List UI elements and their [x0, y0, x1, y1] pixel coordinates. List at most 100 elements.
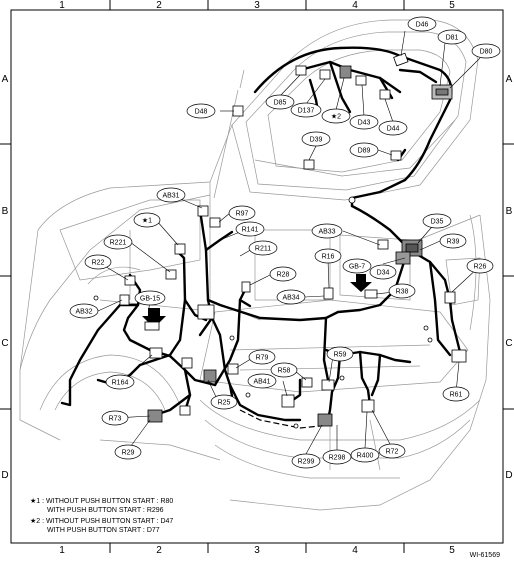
footnote-2-line2: WITH PUSH BUTTON START : D77 [47, 527, 160, 534]
svg-text:R26: R26 [474, 264, 487, 271]
connector-label-r61[interactable]: R61 [442, 386, 470, 402]
svg-text:R299: R299 [298, 459, 315, 466]
svg-text:D46: D46 [416, 22, 429, 29]
connector-label-r26[interactable]: R26 [466, 258, 494, 274]
footnote-2-marker: ★2 [30, 518, 41, 525]
grid-col-label: 4 [352, 0, 358, 11]
connector-label-d81[interactable]: D81 [437, 29, 467, 45]
grid-col-label: 1 [59, 0, 65, 11]
connector-label-d137[interactable]: D137 [290, 102, 322, 118]
svg-text:D81: D81 [446, 35, 459, 42]
connector-label-r299[interactable]: R299 [291, 453, 321, 469]
connector-label-r39[interactable]: R39 [439, 233, 467, 249]
svg-text:R28: R28 [277, 272, 290, 279]
connector-label-r73[interactable]: R73 [101, 410, 129, 426]
connector-label-d35[interactable]: D35 [422, 213, 452, 229]
svg-text:R211: R211 [255, 246, 271, 253]
connector-label-r29[interactable]: R29 [114, 444, 142, 460]
connector-label-r72[interactable]: R72 [378, 443, 406, 459]
footnote-1-line2: WITH PUSH BUTTON START : R296 [47, 507, 164, 514]
connector-label-r221[interactable]: R221 [103, 234, 133, 250]
svg-text:R73: R73 [109, 416, 122, 423]
footnote-1-marker: ★1 [30, 498, 41, 505]
connector-label-r38[interactable]: R38 [388, 283, 416, 299]
footnote-2-line1: : WITHOUT PUSH BUTTON START : D47 [42, 518, 174, 525]
grid-col-label: 3 [254, 545, 260, 556]
svg-text:R400: R400 [357, 453, 374, 460]
optional-harness [239, 409, 331, 429]
connector-label-d39[interactable]: D39 [301, 131, 331, 147]
grid-col-label: 4 [352, 545, 358, 556]
svg-text:R221: R221 [110, 240, 127, 247]
connector-label-note2[interactable]: ★2 [321, 108, 351, 124]
grid-col-label: 5 [449, 545, 455, 556]
connector-label-note1[interactable]: ★1 [133, 212, 161, 228]
connector-label-r58[interactable]: R58 [270, 362, 298, 378]
ground-points [142, 274, 372, 331]
connector-label-r59[interactable]: R59 [326, 346, 354, 362]
footnote-1-line1: : WITHOUT PUSH BUTTON START : R80 [42, 498, 174, 505]
svg-text:D80: D80 [480, 49, 493, 56]
connector-label-r79[interactable]: R79 [248, 349, 276, 365]
svg-text:R29: R29 [122, 450, 135, 457]
connector-label-gb-15[interactable]: GB-15 [134, 290, 166, 306]
connector-label-r164[interactable]: R164 [105, 374, 135, 390]
connector-labels: D46 D81 D80 D48 D85 D137 ★2 D43 D44 D39 … [69, 16, 501, 469]
svg-text:AB33: AB33 [318, 229, 335, 236]
svg-text:D35: D35 [431, 219, 444, 226]
svg-text:R59: R59 [334, 352, 347, 359]
connector-label-d85[interactable]: D85 [265, 94, 295, 110]
connector-label-d34[interactable]: D34 [369, 264, 397, 280]
connector-label-r28[interactable]: R28 [269, 266, 297, 282]
grid-row-label: B [506, 206, 513, 217]
grid-col-label: 5 [449, 0, 455, 11]
svg-text:D43: D43 [358, 120, 371, 127]
connector-label-r97[interactable]: R97 [228, 205, 256, 221]
connector-label-d46[interactable]: D46 [407, 16, 437, 32]
svg-text:D89: D89 [358, 148, 371, 155]
connector-label-r22[interactable]: R22 [84, 254, 112, 270]
connector-label-d89[interactable]: D89 [349, 142, 379, 158]
svg-text:GB-7: GB-7 [349, 264, 365, 271]
svg-text:D39: D39 [310, 137, 323, 144]
connector-label-d43[interactable]: D43 [349, 114, 379, 130]
connector-label-d48[interactable]: D48 [186, 103, 216, 119]
connector-label-r141[interactable]: R141 [235, 221, 265, 237]
svg-text:AB41: AB41 [253, 379, 270, 386]
grid-row-label: D [505, 470, 512, 481]
grid-col-label: 1 [59, 545, 65, 556]
svg-text:R22: R22 [92, 260, 105, 267]
svg-text:R72: R72 [386, 449, 399, 456]
svg-text:D137: D137 [298, 108, 315, 115]
grid-col-label: 2 [156, 0, 162, 11]
connector-label-ab33[interactable]: AB33 [311, 223, 343, 239]
footnote-1: ★1 : WITHOUT PUSH BUTTON START : R80 [30, 498, 173, 506]
connector-label-d44[interactable]: D44 [378, 120, 408, 136]
svg-text:AB34: AB34 [282, 295, 299, 302]
connector-label-ab32[interactable]: AB32 [69, 303, 99, 319]
connector-label-ab31[interactable]: AB31 [156, 187, 186, 203]
svg-text:R39: R39 [447, 239, 460, 246]
connector-label-r298[interactable]: R298 [322, 449, 352, 465]
connector-label-r211[interactable]: R211 [248, 240, 278, 256]
ground-arrow-icon [142, 308, 166, 328]
svg-text:D85: D85 [274, 100, 287, 107]
svg-text:R58: R58 [278, 368, 291, 375]
connector-label-r16[interactable]: R16 [314, 248, 342, 264]
svg-text:R97: R97 [236, 211, 249, 218]
svg-text:D44: D44 [387, 126, 400, 133]
svg-text:R79: R79 [256, 355, 269, 362]
connector-label-gb-7[interactable]: GB-7 [342, 258, 372, 274]
connector-label-r25[interactable]: R25 [210, 394, 238, 410]
connector-label-ab41[interactable]: AB41 [247, 373, 277, 389]
grid-row-label: A [506, 74, 513, 85]
connector-label-ab34[interactable]: AB34 [276, 289, 306, 305]
connector-label-r400[interactable]: R400 [350, 447, 380, 463]
svg-text:R141: R141 [242, 227, 259, 234]
grid-row-label: C [1, 338, 8, 349]
svg-text:R298: R298 [329, 455, 346, 462]
connector-label-d80[interactable]: D80 [471, 43, 501, 59]
